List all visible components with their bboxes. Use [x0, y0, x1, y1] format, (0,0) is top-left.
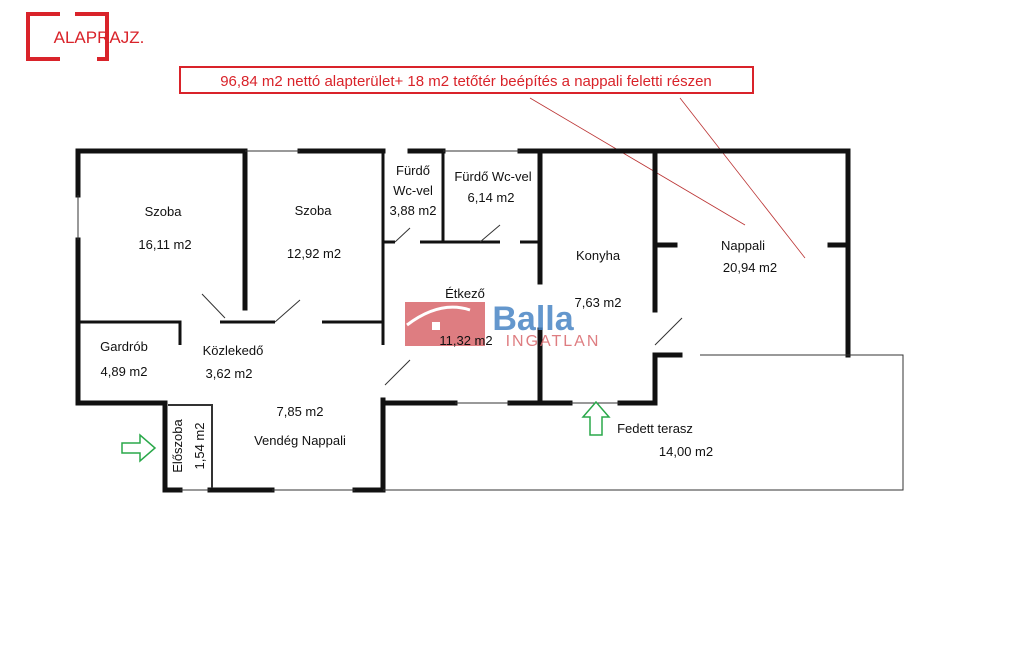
room-area-szoba-1: 16,11 m2: [138, 237, 191, 252]
terrace-entrance-arrow-icon: [581, 400, 611, 436]
room-name-furdo-1b: Wc-vel: [393, 183, 433, 198]
svg-text:Balla: Balla: [492, 300, 574, 338]
room-name-nappali: Nappali: [721, 238, 765, 253]
svg-text:INGATLAN: INGATLAN: [506, 333, 601, 350]
room-area-nappali: 20,94 m2: [723, 260, 777, 275]
area-note-text: 96,84 m2 nettó alapterület+ 18 m2 tetőté…: [220, 73, 712, 90]
room-area-terasz: 14,00 m2: [659, 444, 713, 459]
room-name-szoba-1: Szoba: [145, 204, 183, 219]
room-name-furdo-2: Fürdő Wc-vel: [454, 169, 531, 184]
walls: [75, 148, 851, 493]
thin-walls: [78, 151, 540, 345]
room-area-vendeg-nappali: 7,85 m2: [277, 404, 324, 419]
room-name-gardrob: Gardrób: [100, 339, 148, 354]
room-area-kozlekedo: 3,62 m2: [206, 366, 253, 381]
room-area-konyha: 7,63 m2: [575, 295, 622, 310]
room-area-gardrob: 4,89 m2: [101, 364, 148, 379]
room-name-vendeg-nappali: Vendég Nappali: [254, 433, 346, 448]
alaprajz-badge: ALAPRAJZ.: [26, 12, 145, 61]
entrance-arrow-icon: [121, 433, 157, 463]
room-area-furdo-2: 6,14 m2: [468, 190, 515, 205]
room-name-etkezo: Étkező: [445, 286, 485, 301]
room-area-eloszoba: 1,54 m2: [192, 423, 207, 470]
room-area-furdo-1: 3,88 m2: [390, 203, 437, 218]
room-area-szoba-2: 12,92 m2: [287, 246, 341, 261]
room-name-terasz: Fedett terasz: [617, 421, 693, 436]
terrace-outline: [383, 354, 904, 491]
room-name-szoba-2: Szoba: [295, 203, 333, 218]
balla-logo: Balla INGATLAN: [405, 300, 601, 350]
room-area-etkezo: 11,32 m2: [439, 333, 492, 348]
badge-text: ALAPRAJZ.: [54, 28, 145, 47]
area-note: 96,84 m2 nettó alapterület+ 18 m2 tetőté…: [179, 66, 806, 259]
pointer-line: [529, 97, 746, 226]
room-name-konyha: Konyha: [576, 248, 621, 263]
room-name-kozlekedo: Közlekedő: [203, 343, 264, 358]
pointer-line: [679, 97, 806, 259]
room-name-furdo-1a: Fürdő: [396, 163, 430, 178]
doors-windows: [77, 150, 848, 491]
room-name-eloszoba: Előszoba: [170, 418, 185, 472]
